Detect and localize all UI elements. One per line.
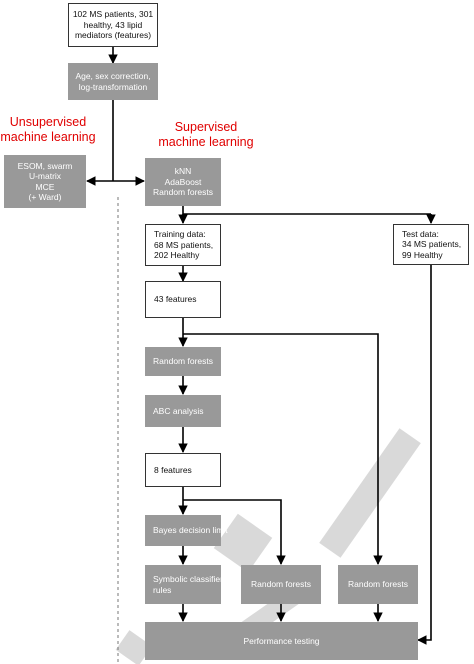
- box-performance-testing-line-1: Performance testing: [243, 635, 320, 646]
- box-random-forests-3-line-1: Random forests: [348, 579, 408, 590]
- heading-supervised-line-2: machine learning: [158, 135, 254, 149]
- box-test-data-line-1: Test data:: [402, 228, 439, 239]
- box-supervised-methods-line-1: kNN: [174, 166, 192, 177]
- box-training-data-line-3: 202 Healthy: [154, 250, 200, 261]
- heading-unsupervised-line-1: Unsupervised: [9, 115, 87, 129]
- box-test-data: Test data:34 MS patients,99 Healthy: [393, 224, 469, 265]
- arrow-8-features-to-random-forests-2: [183, 499, 286, 565]
- box-random-forests-3: Random forests: [338, 565, 418, 604]
- box-symbolic-classifier-rules-line-1: Symbolic classifier: [153, 574, 223, 585]
- box-input-data-line-2: healthy, 43 lipid: [83, 19, 143, 30]
- box-preprocessing-line-1: Age, sex correction,: [75, 71, 151, 82]
- arrow-test-data-to-performance: [417, 265, 432, 645]
- box-preprocessing: Age, sex correction,log-transformation: [68, 63, 158, 100]
- box-preprocessing-line-2: log-transformation: [78, 81, 148, 92]
- connector-arrows: [86, 47, 436, 645]
- box-bayes-decision-limit-line-1: Bayes decision limit: [153, 525, 228, 536]
- box-8-features: 8 features: [145, 453, 221, 487]
- box-training-data-line-2: 68 MS patients,: [154, 239, 214, 250]
- box-input-data-line-3: mediators (features): [74, 30, 152, 41]
- box-43-features: 43 features: [145, 281, 221, 318]
- box-bayes-decision-limit: Bayes decision limit: [145, 515, 228, 546]
- box-test-data-line-2: 34 MS patients,: [402, 239, 462, 250]
- box-supervised-methods-line-3: Random forests: [153, 187, 213, 198]
- arrow-split-data-rail: [182, 206, 431, 215]
- heading-supervised-line-1: Supervised: [174, 120, 238, 134]
- box-abc-analysis-line-1: ABC analysis: [153, 405, 204, 416]
- arrow-43-features-to-random-forests-3: [183, 333, 383, 565]
- heading-unsupervised-line-2: machine learning: [0, 130, 96, 144]
- box-unsupervised-methods-line-4: (+ Ward): [28, 191, 62, 202]
- box-training-data: Training data:68 MS patients,202 Healthy: [145, 224, 221, 266]
- box-unsupervised-methods-line-2: U-matrix: [28, 171, 62, 182]
- box-random-forests-2-line-1: Random forests: [251, 579, 311, 590]
- box-8-features-line-1: 8 features: [154, 464, 192, 475]
- box-training-data-line-1: Training data:: [154, 229, 206, 240]
- box-unsupervised-methods-line-3: MCE: [35, 181, 55, 192]
- box-random-forests-2: Random forests: [241, 565, 321, 604]
- box-supervised-methods-line-2: AdaBoost: [164, 176, 202, 187]
- box-test-data-line-3: 99 Healthy: [402, 249, 443, 260]
- box-symbolic-classifier-rules-line-2: rules: [153, 584, 172, 595]
- box-random-forests-1-line-1: Random forests: [153, 356, 213, 367]
- box-abc-analysis: ABC analysis: [145, 395, 221, 427]
- box-43-features-line-1: 43 features: [154, 294, 197, 305]
- box-random-forests-1: Random forests: [145, 347, 221, 376]
- box-performance-testing: Performance testing: [145, 622, 418, 660]
- box-unsupervised-methods-line-1: ESOM, swarm: [17, 160, 73, 171]
- box-input-data-line-1: 102 MS patients, 301: [72, 9, 154, 20]
